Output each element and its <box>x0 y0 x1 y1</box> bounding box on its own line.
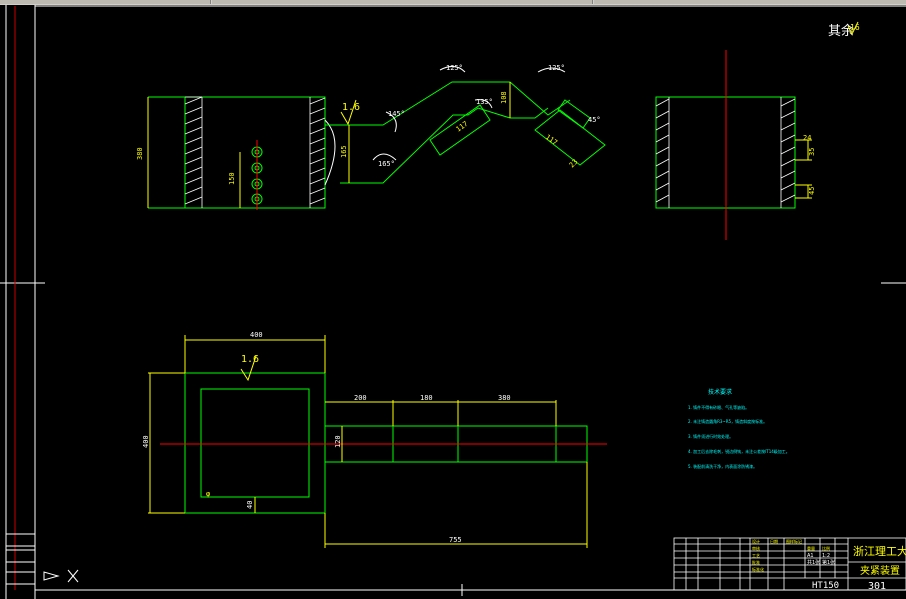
svg-text:设计: 设计 <box>752 538 760 544</box>
angle-label: 145° <box>388 110 405 118</box>
tech-note-item: 4. 加工后去除毛刺，锐边倒钝，未注公差按IT14级加工。 <box>688 448 790 454</box>
dim-seg: 180 <box>420 394 433 402</box>
slot-dim: 117 <box>455 120 470 134</box>
tech-notes: 技术要求 1. 铸件不得有砂眼、气孔等缺陷。 2. 未注铸造圆角R3~R5，铸造… <box>688 388 790 469</box>
svg-text:共1张: 共1张 <box>807 559 820 566</box>
small-bottom-symbol-icon <box>455 584 469 596</box>
side-dim: 35 <box>808 148 816 156</box>
slot-dim: 23 <box>568 158 580 170</box>
svg-text:重量: 重量 <box>807 545 815 551</box>
roughness-symbol-icon <box>240 355 257 382</box>
svg-text:标准化: 标准化 <box>752 566 764 572</box>
school-name: 浙江理工大学 <box>853 544 906 558</box>
slot-dim: 117 <box>544 133 559 147</box>
dim-chute-height: 120 <box>334 435 342 448</box>
roughness-check-icon <box>847 21 859 36</box>
dim-height: 380 <box>136 147 144 160</box>
dim-height: 400 <box>142 435 150 448</box>
tech-notes-title: 技术要求 <box>708 388 732 396</box>
svg-text:图样标记: 图样标记 <box>786 538 802 544</box>
drawing-number: 301 <box>868 581 886 592</box>
svg-text:A1: A1 <box>807 553 814 559</box>
dim-seg: 380 <box>498 394 511 402</box>
window-top-strip <box>0 0 906 5</box>
title-block-cells: 设计 审核 工艺 批准 标准化 日期 图样标记 重量 比例 共1张 第1张 A1… <box>752 538 835 572</box>
roughness-symbol-icon <box>340 99 357 126</box>
side-view: 24 35 45 <box>655 50 816 240</box>
dim-rise: 108 <box>500 91 508 104</box>
svg-text:日期: 日期 <box>770 538 778 544</box>
svg-text:比例: 比例 <box>822 545 830 551</box>
svg-text:审核: 审核 <box>752 545 760 551</box>
svg-text:批准: 批准 <box>752 559 760 565</box>
dim-mark: φ <box>206 490 210 498</box>
tab-strip-segment[interactable] <box>212 0 593 4</box>
left-sidebar-boxes <box>5 533 36 585</box>
tech-note-item: 5. 装配前清洗干净，内表面涂防锈漆。 <box>688 463 757 469</box>
side-dim: 24 <box>803 134 811 142</box>
front-view: 380 150 165 108 145° 125° 125° 165° 135°… <box>136 64 606 210</box>
material: HT150 <box>812 581 839 591</box>
angle-label: 135° <box>476 98 493 106</box>
dim-hole-span: 150 <box>228 172 236 185</box>
angle-label: 165° <box>378 160 395 168</box>
dim-seg: 200 <box>354 394 367 402</box>
angle-label: 125° <box>548 64 565 72</box>
side-dim: 45 <box>808 187 816 195</box>
ucs-triangle-icon <box>43 571 60 581</box>
svg-text:工艺: 工艺 <box>752 553 760 558</box>
roughness-value: 1.6 <box>342 102 360 113</box>
axis-x-icon <box>67 569 79 583</box>
dim-total-length: 755 <box>449 536 462 544</box>
tech-note-item: 1. 铸件不得有砂眼、气孔等缺陷。 <box>688 404 749 410</box>
slot-angle: 45° <box>588 116 601 124</box>
dim-bottom: 40 <box>246 501 254 509</box>
angle-label: 125° <box>446 64 463 72</box>
tech-note-item: 3. 铸件须进行时效处理。 <box>688 433 733 439</box>
tab-strip-segment[interactable] <box>594 0 906 4</box>
plan-view: 1.6 400 400 200 180 380 120 755 40 φ <box>142 331 607 548</box>
dim-mid-height: 165 <box>340 145 348 158</box>
roughness-value: 1.6 <box>241 354 259 365</box>
title-block <box>673 537 906 591</box>
dim-width: 400 <box>250 331 263 339</box>
corner-note: 其余 <box>828 23 854 39</box>
drawing-name: 夹紧装置 <box>860 564 900 577</box>
drawing-frame <box>0 5 906 599</box>
tab-strip-segment[interactable] <box>0 0 211 4</box>
tech-note-item: 2. 未注铸造圆角R3~R5，铸造斜度按标准。 <box>688 418 767 424</box>
svg-text:1:2: 1:2 <box>822 553 830 559</box>
svg-text:第1张: 第1张 <box>822 559 835 566</box>
